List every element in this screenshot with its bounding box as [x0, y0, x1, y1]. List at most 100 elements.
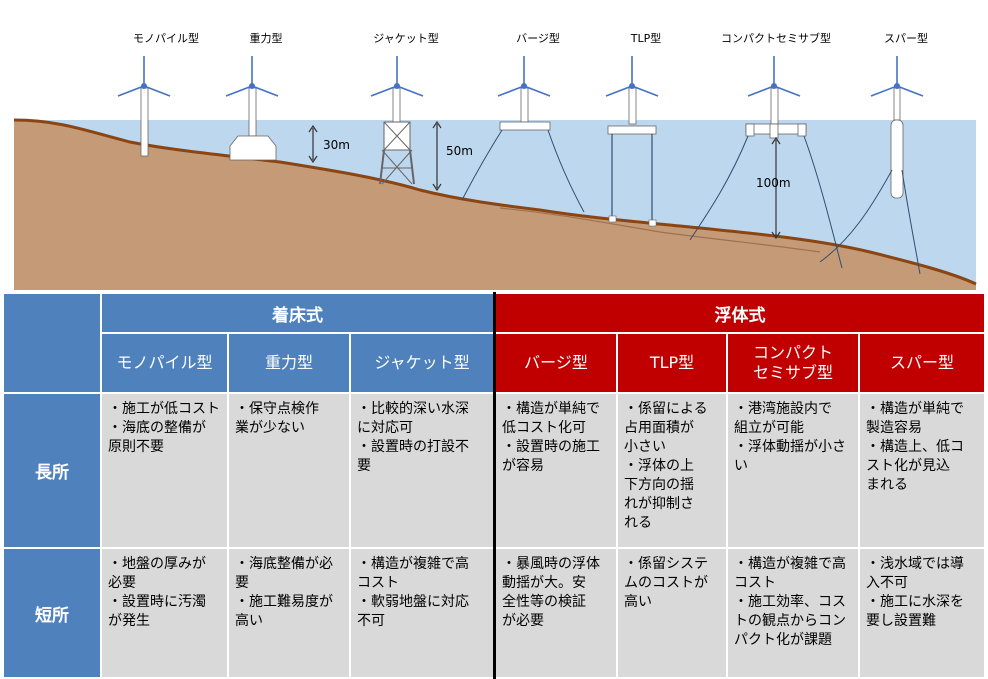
- merits-text-line: 下方向の揺: [624, 477, 694, 493]
- merits-text-line: ・浮体の上: [624, 458, 694, 474]
- merits-text-line: ・海底の整備が: [108, 420, 206, 436]
- type-label-barge: バージ型: [516, 32, 560, 45]
- demerits-text-line: ・浅水域では導: [866, 556, 964, 572]
- row-header-merits: 長所: [4, 394, 100, 547]
- type-label-tlp: TLP型: [630, 32, 662, 45]
- seabed-stratum: [499, 207, 821, 253]
- merits-text-line: ・構造上、低コ: [866, 439, 964, 455]
- demerits-text-line: 高い: [624, 594, 652, 610]
- merits-text-line: 原則不要: [108, 439, 164, 455]
- demerits-text-line: ・軟弱地盤に対応: [357, 594, 469, 610]
- merits-cell-barge: ・構造が単純で低コスト化可・設置時の施工が容易: [496, 394, 616, 547]
- merits-text-line: ・浮体動揺が小さ: [734, 439, 846, 455]
- offshore-wind-diagram: モノパイル型 重力型 ジャケット型 バージ型 TLP型 コンパクトセミサブ型 ス…: [0, 0, 988, 292]
- type-label-monopile: モノパイル型: [133, 32, 199, 45]
- seabed-edge: [13, 118, 977, 286]
- group-header-fixed: 着床式: [102, 294, 493, 332]
- merits-text-line: 組立が可能: [734, 420, 804, 436]
- demerits-text-line: ・施工難易度が: [235, 594, 333, 610]
- merits-text-line: ・施工が低コスト: [108, 401, 220, 417]
- demerits-text-line: パクト化が課題: [734, 632, 832, 648]
- demerits-cell-spar: ・浅水域では導入不可・施工に水深を要し設置難: [860, 549, 984, 677]
- type-header-gravity: 重力型: [229, 334, 349, 392]
- demerits-text-line: が必要: [502, 613, 544, 629]
- depth-100m-arrow: [771, 136, 781, 240]
- type-header-spar: スパー型: [860, 334, 984, 392]
- tlp-turbine: [605, 56, 659, 227]
- demerits-text-line: ・設置時に汚濁: [108, 594, 206, 610]
- demerits-text-line: ・構造が複雑で高: [357, 556, 469, 572]
- demerits-text-line: ・係留システ: [624, 556, 708, 572]
- merits-text-line: ・比較的深い水深: [357, 401, 469, 417]
- demerits-text-line: 高い: [235, 613, 263, 629]
- demerits-cell-barge: ・暴風時の浮体動揺が大。安全性等の検証が必要: [496, 549, 616, 677]
- type-header-semisub: コンパクト セミサブ型: [728, 334, 858, 392]
- merits-text-line: ・保守点検作: [235, 401, 319, 417]
- demerits-cell-gravity: ・海底整備が必要・施工難易度が高い: [229, 549, 349, 677]
- merits-text-line: 占用面積が: [624, 420, 694, 436]
- demerits-text-line: ・海底整備が必: [235, 556, 333, 572]
- demerits-text-line: 全性等の検証: [502, 594, 586, 610]
- merits-cell-tlp: ・係留による占用面積が小さい・浮体の上下方向の揺れが抑制される: [618, 394, 726, 547]
- demerits-text-line: ・施工に水深を: [866, 594, 964, 610]
- type-label-jacket: ジャケット型: [373, 32, 439, 45]
- demerits-cell-jacket: ・構造が複雑で高コスト・軟弱地盤に対応不可: [351, 549, 493, 677]
- spar-turbine: [819, 56, 924, 275]
- type-label-semisub: コンパクトセミサブ型: [721, 32, 831, 45]
- merits-text-line: まれる: [866, 477, 908, 493]
- merits-text-line: ・構造が単純で: [502, 401, 600, 417]
- merits-cell-gravity: ・保守点検作業が少ない: [229, 394, 349, 547]
- comparison-table: 着床式 浮体式 モノパイル型 重力型 ジャケット型 バージ型 TLP型 コンパク…: [0, 292, 988, 679]
- depth-label-100m: 100m: [756, 176, 791, 190]
- merits-text-line: い: [734, 458, 748, 474]
- merits-text-line: が容易: [502, 458, 544, 474]
- merits-cell-spar: ・構造が単純で製造容易・構造上、低コスト化が見込まれる: [860, 394, 984, 547]
- depth-label-30m: 30m: [323, 138, 350, 152]
- demerits-text-line: ・構造が複雑で高: [734, 556, 846, 572]
- type-label-spar: スパー型: [884, 32, 928, 45]
- jacket-turbine: [370, 56, 424, 185]
- demerits-cell-tlp: ・係留システムのコストが高い: [618, 549, 726, 677]
- demerits-text-line: 不可: [357, 613, 385, 629]
- merits-cell-monopile: ・施工が低コスト・海底の整備が原則不要: [102, 394, 227, 547]
- demerits-cell-monopile: ・地盤の厚みが必要・設置時に汚濁が発生: [102, 549, 227, 677]
- demerits-text-line: トの観点からコン: [734, 613, 846, 629]
- demerits-text-line: 必要: [108, 575, 136, 591]
- type-header-jacket: ジャケット型: [351, 334, 493, 392]
- merits-text-line: 要: [357, 458, 371, 474]
- row-header-demerits: 短所: [4, 549, 100, 677]
- demerits-text-line: が発生: [108, 613, 150, 629]
- corner-cell: [4, 294, 100, 392]
- demerits-text-line: 要し設置難: [866, 613, 936, 629]
- semisub-turbine: [689, 56, 843, 269]
- demerits-text-line: ・施工効率、コス: [734, 594, 846, 610]
- demerits-text-line: 入不可: [866, 575, 908, 591]
- merits-text-line: ・構造が単純で: [866, 401, 964, 417]
- merits-text-line: ・係留による: [624, 401, 708, 417]
- depth-50m-arrow: [432, 120, 442, 192]
- merits-cell-jacket: ・比較的深い水深に対応可・設置時の打設不要: [351, 394, 493, 547]
- type-label-gravity: 重力型: [249, 32, 283, 45]
- merits-text-line: 小さい: [624, 439, 666, 455]
- group-header-floating: 浮体式: [496, 294, 984, 332]
- merits-text-line: ・設置時の打設不: [357, 439, 469, 455]
- barge-turbine: [461, 56, 585, 213]
- merits-text-line: ・設置時の施工: [502, 439, 600, 455]
- merits-text-line: れが抑制さ: [624, 496, 694, 512]
- type-header-monopile: モノパイル型: [102, 334, 227, 392]
- demerits-text-line: コスト: [357, 575, 399, 591]
- demerits-text-line: ムのコストが: [624, 575, 708, 591]
- merits-cell-semisub: ・港湾施設内で組立が可能・浮体動揺が小さい: [728, 394, 858, 547]
- merits-text-line: 低コスト化可: [502, 420, 586, 436]
- group-divider: [493, 292, 496, 679]
- seabed-scene: [13, 56, 977, 290]
- monopile-turbine: [117, 56, 171, 157]
- demerits-text-line: 要: [235, 575, 249, 591]
- demerits-text-line: コスト: [734, 575, 776, 591]
- merits-text-line: ・港湾施設内で: [734, 401, 832, 417]
- depth-label-50m: 50m: [446, 144, 473, 158]
- type-header-tlp: TLP型: [618, 334, 726, 392]
- merits-text-line: 業が少ない: [235, 420, 305, 436]
- type-header-barge: バージ型: [496, 334, 616, 392]
- demerits-cell-semisub: ・構造が複雑で高コスト・施工効率、コストの観点からコンパクト化が課題: [728, 549, 858, 677]
